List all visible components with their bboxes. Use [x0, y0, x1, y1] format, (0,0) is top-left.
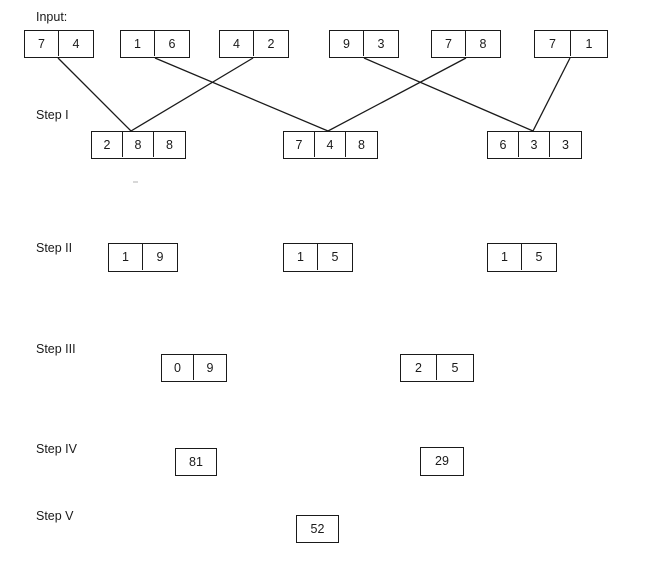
connector-box1-to-left: [57, 57, 132, 132]
digit-cell: 5: [437, 355, 473, 380]
digit-cell: 81: [176, 449, 216, 474]
digit-cell: 5: [522, 244, 556, 270]
digit-cell: 5: [318, 244, 352, 270]
digit-cell: 7: [432, 31, 466, 56]
digit-cell: 1: [109, 244, 143, 270]
digit-cell: 8: [154, 132, 185, 157]
step-1-row-label: Step I: [36, 108, 69, 122]
digit-cell: 6: [155, 31, 189, 56]
step-5-row-label: Step V: [36, 509, 74, 523]
digit-cell: 29: [421, 448, 463, 474]
digit-cell: 7: [535, 31, 571, 56]
digit-cell: 1: [284, 244, 318, 270]
step-5-row-box: 52: [296, 515, 339, 543]
connector-box6-to-right: [532, 57, 571, 132]
connector-box5-to-middle: [327, 57, 467, 132]
digit-cell: 2: [92, 132, 123, 157]
digit-cell: 2: [401, 355, 437, 380]
digit-cell: 9: [330, 31, 364, 56]
digit-cell: 3: [364, 31, 398, 56]
step-3-row-label: Step III: [36, 342, 76, 356]
input-row-label: Input:: [36, 10, 68, 24]
connector-box4-to-right: [363, 57, 534, 132]
digit-cell: 8: [123, 132, 154, 157]
step-4-row-box: 81: [175, 448, 217, 476]
digit-cell: 1: [121, 31, 155, 56]
digit-cell: 3: [550, 132, 581, 157]
digit-cell: 4: [59, 31, 93, 56]
connector-box3-to-left: [130, 57, 254, 132]
step-2-row-label: Step II: [36, 241, 73, 255]
digit-cell: 6: [488, 132, 519, 157]
stray-mark: [133, 181, 138, 183]
digit-cell: 52: [297, 516, 338, 541]
digit-cell: 9: [194, 355, 226, 380]
digit-cell: 4: [220, 31, 254, 56]
step-4-row-box: 29: [420, 447, 464, 476]
step-4-row-label: Step IV: [36, 442, 77, 456]
digit-cell: 1: [571, 31, 607, 56]
digit-cell: 8: [466, 31, 500, 56]
digit-cell: 2: [254, 31, 288, 56]
digit-cell: 7: [25, 31, 59, 56]
digit-cell: 8: [346, 132, 377, 157]
digit-cell: 4: [315, 132, 346, 157]
connector-box2-to-middle: [154, 57, 329, 132]
digit-cell: 0: [162, 355, 194, 380]
digit-cell: 1: [488, 244, 522, 270]
digit-cell: 9: [143, 244, 177, 270]
digit-cell: 7: [284, 132, 315, 157]
digit-cell: 3: [519, 132, 550, 157]
